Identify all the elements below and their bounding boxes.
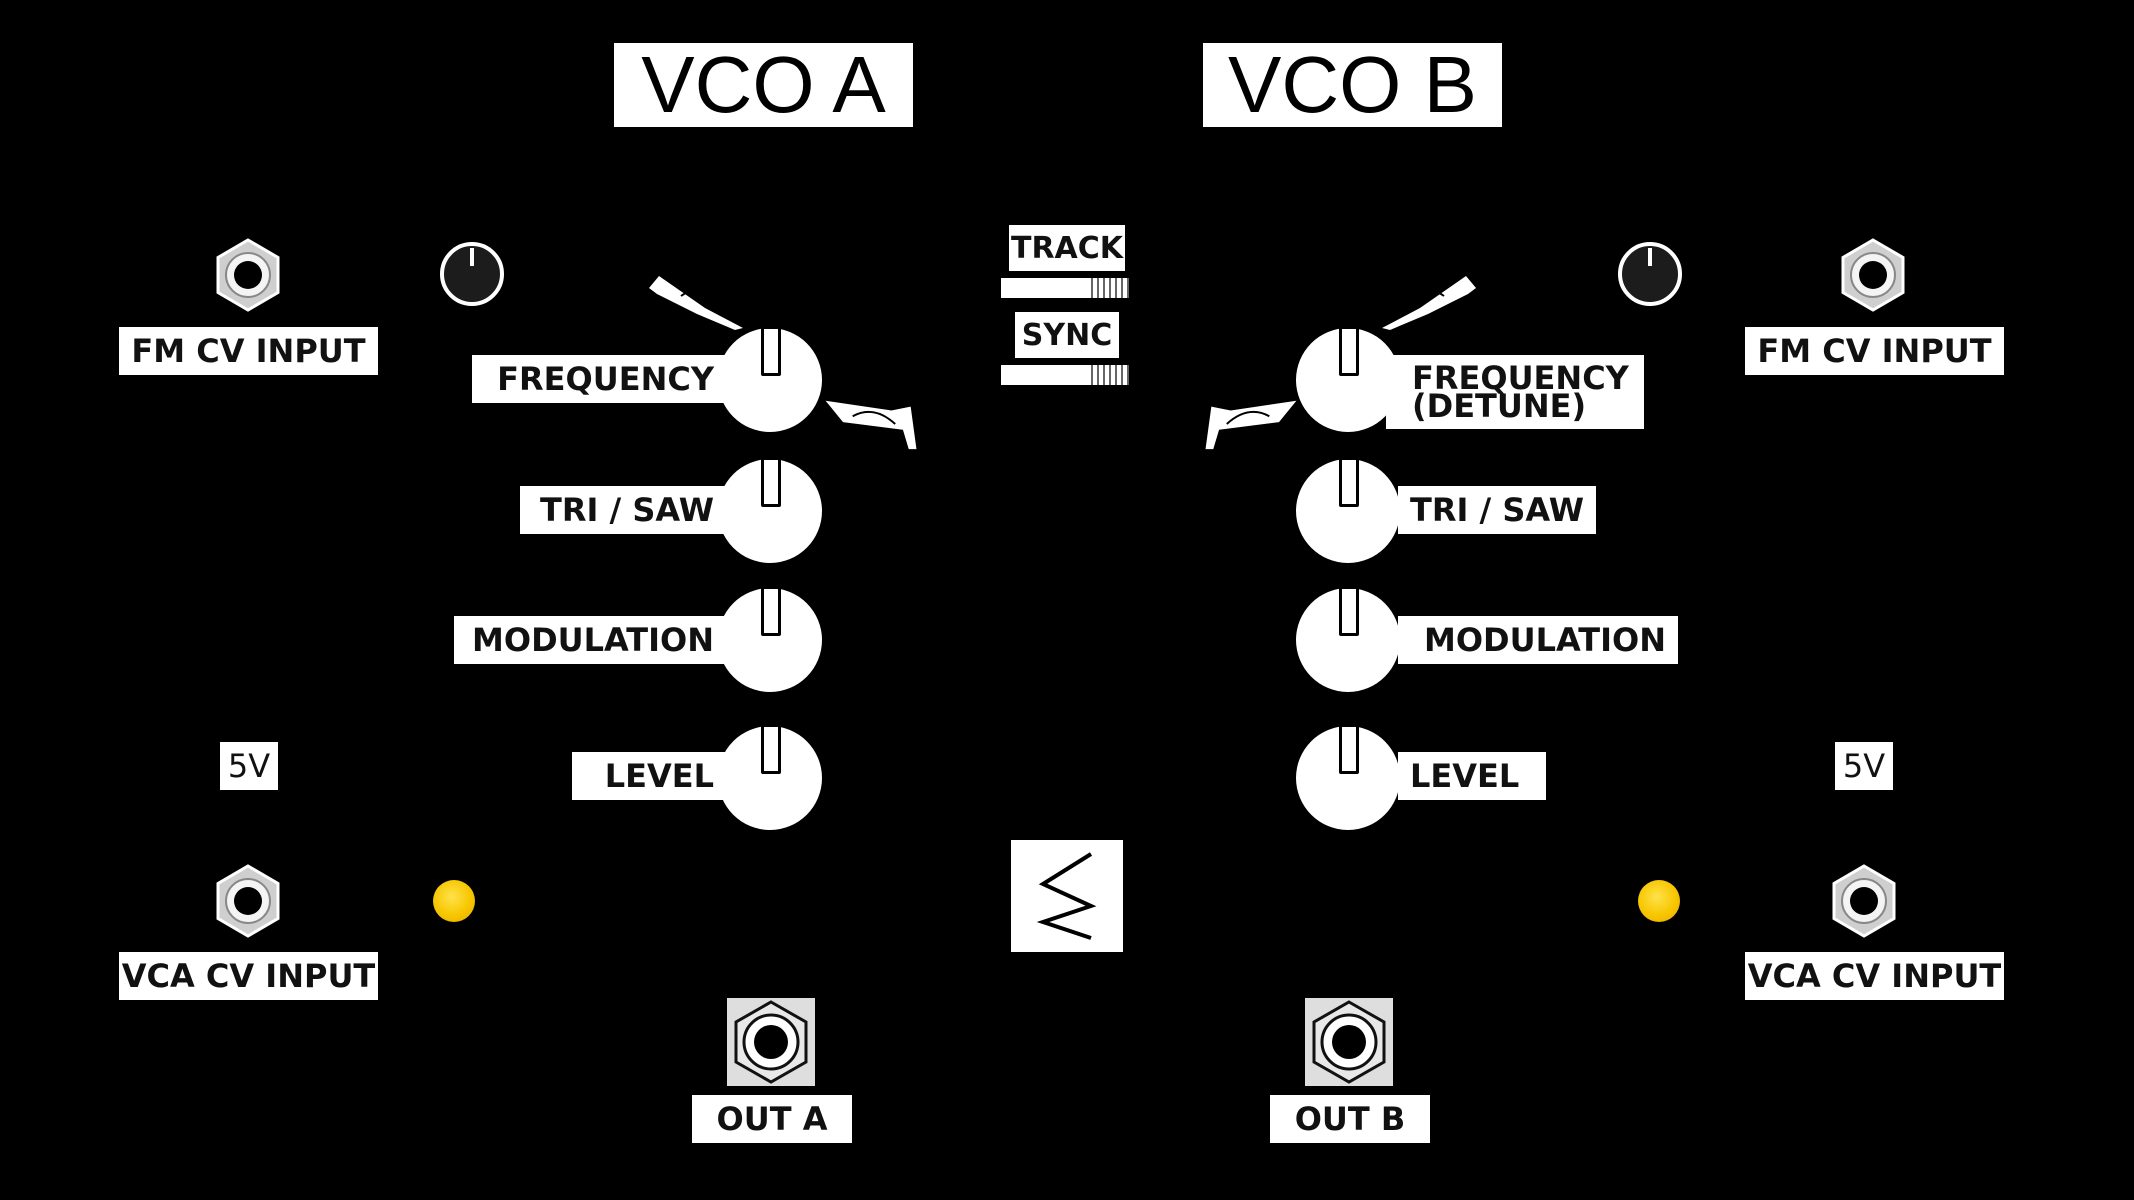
track-switch[interactable] <box>1001 278 1129 298</box>
vco-a-fm-cv-jack[interactable] <box>211 238 285 312</box>
vco-a-fm-cv-input-label: FM CV INPUT <box>119 327 378 375</box>
vco-a-title: VCO A <box>614 43 913 127</box>
vco-b-led-indicator <box>1638 880 1680 922</box>
track-label: TRACK <box>1009 225 1125 271</box>
vco-a-5v-label: 5V <box>220 742 278 790</box>
vco-a-modulation-label: MODULATION <box>454 616 730 664</box>
sync-switch[interactable] <box>1001 365 1129 385</box>
sync-label: SYNC <box>1015 312 1119 358</box>
waveform-display <box>1011 840 1123 952</box>
vco-a-tri-saw-label: TRI / SAW <box>520 486 730 534</box>
vco-b-detune-text: (DETUNE) <box>1412 387 1587 425</box>
vco-b-vca-cv-jack[interactable] <box>1827 864 1901 938</box>
vco-b-tri-saw-label: TRI / SAW <box>1398 486 1596 534</box>
vco-a-vca-cv-jack[interactable] <box>211 864 285 938</box>
vco-a-level-knob[interactable] <box>718 724 822 830</box>
vco-b-5v-label: 5V <box>1835 742 1893 790</box>
vco-a-vca-cv-input-label: VCA CV INPUT <box>119 952 378 1000</box>
vco-a-frequency-label: FREQUENCY <box>472 355 730 403</box>
vco-b-title: VCO B <box>1203 43 1502 127</box>
vco-a-output-jack-frame <box>727 998 815 1086</box>
vco-b-vca-cv-input-label: VCA CV INPUT <box>1745 952 2004 1000</box>
hand-pointer-icon <box>1382 276 1476 330</box>
waveform-icon <box>1036 852 1097 940</box>
vco-a-output-label: OUT A <box>692 1095 852 1143</box>
vco-b-modulation-label: MODULATION <box>1398 616 1678 664</box>
vco-a-tri-saw-knob[interactable] <box>718 457 822 563</box>
vco-b-frequency-text: FREQUENCY <box>1412 359 1629 397</box>
vco-b-level-knob[interactable] <box>1296 724 1400 830</box>
vco-a-modulation-knob[interactable] <box>718 586 822 692</box>
vco-a-level-label: LEVEL <box>572 752 730 800</box>
vco-b-output-jack[interactable] <box>1305 998 1393 1086</box>
vco-b-output-jack-frame <box>1305 998 1393 1086</box>
vco-b-fm-cv-jack[interactable] <box>1836 238 1910 312</box>
vco-a-fm-attenuator-knob[interactable] <box>440 242 504 306</box>
vco-b-modulation-knob[interactable] <box>1296 586 1400 692</box>
vco-b-frequency-knob[interactable] <box>1296 326 1400 432</box>
hand-pointer-icon <box>1205 400 1297 450</box>
hand-pointer-icon <box>649 276 743 330</box>
vco-b-level-label: LEVEL <box>1398 752 1546 800</box>
vco-a-output-jack[interactable] <box>727 998 815 1086</box>
hand-pointer-icon <box>825 400 917 450</box>
vco-b-fm-cv-input-label: FM CV INPUT <box>1745 327 2004 375</box>
vco-b-tri-saw-knob[interactable] <box>1296 457 1400 563</box>
vco-b-output-label: OUT B <box>1270 1095 1430 1143</box>
vco-b-frequency-label: FREQUENCY (DETUNE) <box>1386 355 1644 429</box>
vco-a-led-indicator <box>433 880 475 922</box>
vco-b-fm-attenuator-knob[interactable] <box>1618 242 1682 306</box>
vco-a-frequency-knob[interactable] <box>718 326 822 432</box>
